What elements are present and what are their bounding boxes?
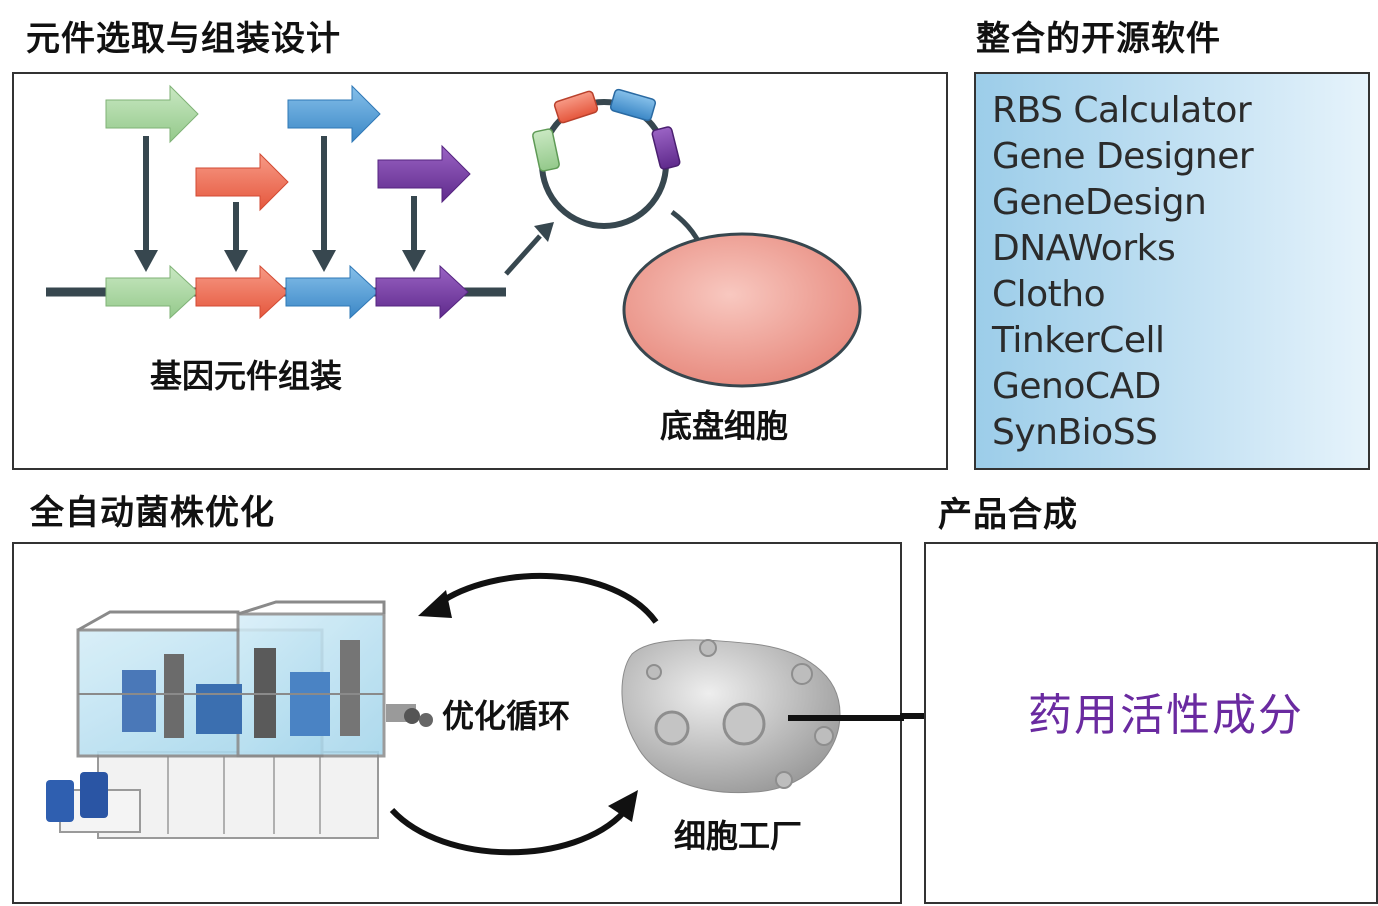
software-section-title: 整合的开源软件 bbox=[976, 19, 1221, 59]
cycle-arrow-bottom bbox=[389, 807, 627, 856]
assembled-purple-part bbox=[375, 264, 469, 320]
plasmid-blue-segment bbox=[609, 88, 657, 122]
red-part-arrow bbox=[195, 152, 289, 212]
automation-workstation bbox=[46, 600, 433, 839]
plasmid-red-segment bbox=[553, 90, 599, 124]
software-item: Clotho bbox=[992, 274, 1106, 315]
product-section-title: 产品合成 bbox=[938, 495, 1078, 535]
automation-section-title: 全自动菌株优化 bbox=[30, 493, 275, 533]
plasmid-purple-segment bbox=[651, 126, 681, 170]
assembly-caption: 基因元件组装 bbox=[150, 357, 343, 395]
chassis-cell bbox=[622, 232, 862, 388]
software-panel: RBS Calculator Gene Designer GeneDesign … bbox=[974, 72, 1370, 470]
product-text: 药用活性成分 bbox=[1028, 690, 1304, 741]
to-plasmid-arrow bbox=[504, 234, 542, 276]
gene-assembly-diagram bbox=[46, 84, 862, 388]
software-item: Gene Designer bbox=[992, 136, 1254, 177]
software-item: SynBioSS bbox=[992, 412, 1158, 453]
assembled-blue-part bbox=[285, 264, 379, 320]
cycle-caption: 优化循环 bbox=[442, 697, 571, 735]
product-panel: 药用活性成分 bbox=[924, 542, 1378, 904]
software-item: DNAWorks bbox=[992, 228, 1176, 269]
design-section-title: 元件选取与组装设计 bbox=[26, 19, 341, 59]
software-item: TinkerCell bbox=[992, 320, 1165, 361]
blue-part-arrow bbox=[287, 84, 381, 144]
automation-diagram bbox=[46, 572, 904, 856]
cell-factory-image bbox=[621, 639, 841, 794]
plasmid-green-segment bbox=[532, 128, 560, 172]
software-list: RBS Calculator Gene Designer GeneDesign … bbox=[992, 88, 1254, 456]
software-item: GenoCAD bbox=[992, 366, 1161, 407]
purple-part-arrow bbox=[377, 144, 471, 204]
assembled-green-part bbox=[105, 264, 199, 320]
automation-panel: 优化循环 细胞工厂 bbox=[12, 542, 904, 904]
chassis-caption: 底盘细胞 bbox=[660, 407, 789, 445]
design-panel: 基因元件组装 底盘细胞 bbox=[12, 72, 948, 470]
software-item: GeneDesign bbox=[992, 182, 1207, 223]
assembled-red-part bbox=[195, 264, 289, 320]
cycle-arrow-top bbox=[436, 572, 659, 624]
factory-caption: 细胞工厂 bbox=[674, 817, 803, 855]
software-item: RBS Calculator bbox=[992, 90, 1252, 131]
green-part-arrow bbox=[105, 84, 199, 144]
